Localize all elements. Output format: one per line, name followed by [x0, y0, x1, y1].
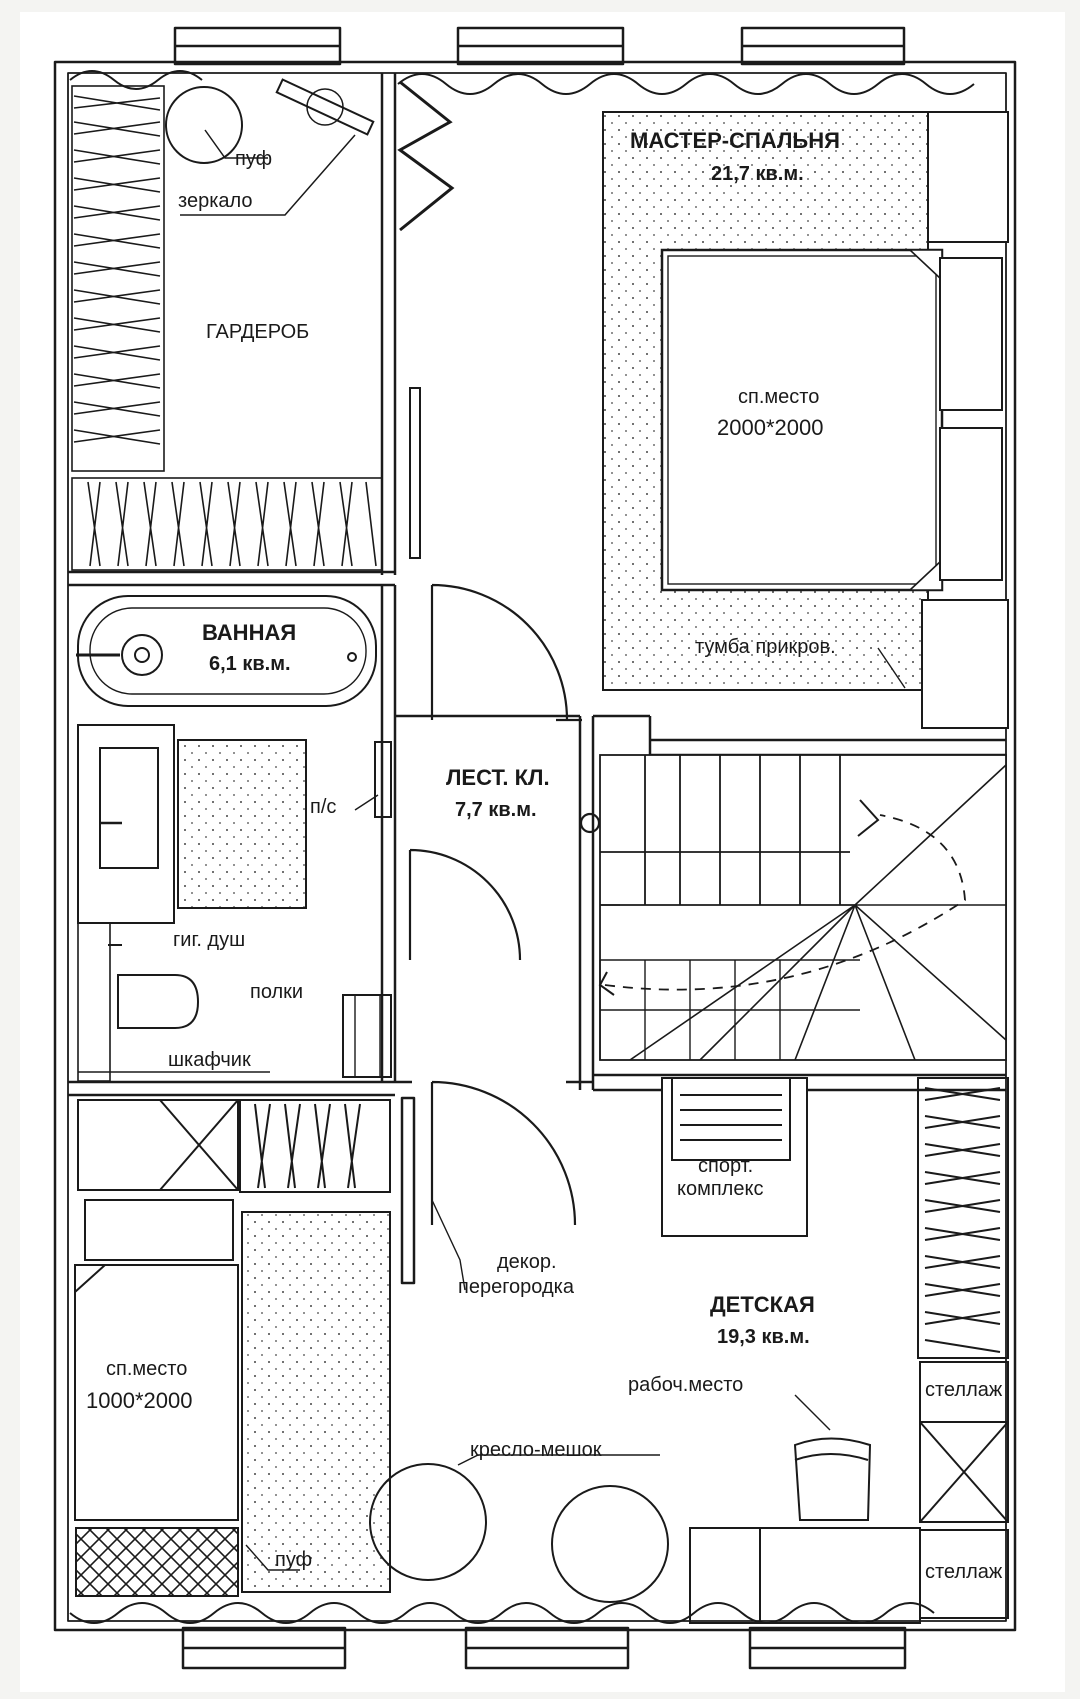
- room-area-stair: 7,7 кв.м.: [455, 799, 537, 821]
- furniture-labels: пуф зеркало сп.место 2000*2000 тумба при…: [86, 148, 1003, 1583]
- room-title-kids: ДЕТСКАЯ: [710, 1292, 815, 1317]
- room-labels: ГАРДЕРОБ МАСТЕР-СПАЛЬНЯ 21,7 кв.м. ВАННА…: [202, 128, 840, 1348]
- wardrobe-furniture: [165, 78, 375, 216]
- label-master-bed-2: 2000*2000: [717, 415, 823, 440]
- bath-shelves: [342, 994, 392, 1078]
- master-bedroom-floor: [602, 111, 1009, 729]
- label-shelves: полки: [250, 981, 303, 1003]
- room-area-master: 21,7 кв.м.: [711, 163, 804, 185]
- kid-bed: [74, 1264, 239, 1521]
- label-sport-1: спорт.: [698, 1155, 753, 1177]
- room-title-stair: ЛЕСТ. КЛ.: [446, 765, 550, 790]
- washing-machine: [374, 741, 392, 818]
- doors: [408, 583, 601, 1226]
- rack-2: [919, 1529, 1009, 1619]
- pouf-top: [165, 86, 243, 164]
- play-mat: [241, 1211, 391, 1593]
- beanbag-1: [369, 1463, 487, 1581]
- desk-chair: [793, 1437, 872, 1521]
- bifold-door: [397, 80, 455, 232]
- label-pouf-top: пуф: [235, 148, 272, 170]
- master-bed: [660, 248, 944, 592]
- sport-complex: [661, 1077, 808, 1237]
- room-area-kids: 19,3 кв.м.: [717, 1326, 810, 1348]
- mirror: [275, 78, 375, 136]
- label-decor-2: перегородка: [458, 1276, 575, 1298]
- label-mirror: зеркало: [178, 190, 253, 212]
- room-title-bath: ВАННАЯ: [202, 620, 296, 645]
- label-pouf-bottom: пуф: [275, 1549, 312, 1571]
- sliding-door: [409, 387, 421, 559]
- label-master-bed-1: сп.место: [738, 386, 819, 408]
- kids-room-furniture: [74, 1077, 1009, 1624]
- label-cabinet: шкафчик: [168, 1049, 251, 1071]
- shower-tray: [177, 739, 307, 909]
- label-nightstand: тумба прикров.: [695, 636, 836, 658]
- label-rack-bottom: стеллаж: [925, 1561, 1003, 1583]
- bathroom-fixtures: [76, 595, 392, 1082]
- staircase: [598, 754, 1007, 1061]
- room-title-master: МАСТЕР-СПАЛЬНЯ: [630, 128, 840, 153]
- bathtub: [77, 595, 377, 707]
- toilet: [117, 974, 200, 1029]
- room-title-wardrobe: ГАРДЕРОБ: [206, 321, 309, 343]
- nightstand: [921, 599, 1009, 729]
- label-hyg-shower: гиг. душ: [173, 929, 245, 951]
- label-workplace: рабоч.место: [628, 1374, 743, 1396]
- label-kid-bed-1: сп.место: [106, 1358, 187, 1380]
- sink: [99, 747, 159, 869]
- label-rack-top: стеллаж: [925, 1379, 1003, 1401]
- label-washer: п/с: [310, 796, 336, 818]
- label-beanbag: кресло-мешок: [470, 1439, 602, 1461]
- room-area-bath: 6,1 кв.м.: [209, 653, 291, 675]
- label-decor-1: декор.: [497, 1251, 557, 1273]
- beanbag-2: [551, 1485, 669, 1603]
- label-kid-bed-2: 1000*2000: [86, 1388, 192, 1413]
- label-sport-2: комплекс: [677, 1178, 763, 1200]
- wardrobe-hanging-rails: [71, 85, 383, 571]
